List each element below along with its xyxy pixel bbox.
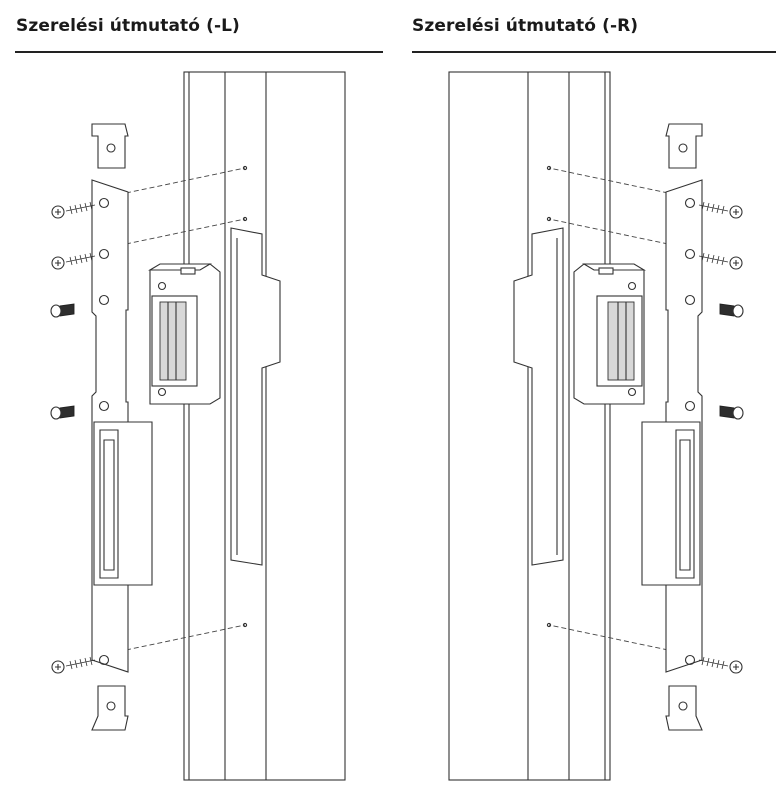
alignment-lines [125,167,246,651]
alignment-lines [548,167,669,651]
top-end-cap [665,123,703,169]
screw-long-2 [51,252,96,270]
screws-left [50,201,96,674]
strike-faceplate [91,179,153,673]
screw-short-1 [719,303,744,318]
frame-cutout [513,227,564,566]
installation-drawing-left [50,71,346,781]
panel-title-left: Szerelési útmutató (-L) [16,16,240,36]
screw-long-2 [698,252,743,270]
electric-strike-body [148,263,221,405]
strike-faceplate [641,179,703,673]
bottom-end-cap [91,685,129,731]
electric-strike-body [573,263,646,405]
title-underline-left [15,51,383,53]
door-frame [448,71,611,781]
installation-drawing-right [448,71,744,781]
top-end-cap [91,123,129,169]
screw-short-2 [719,405,744,420]
screw-long-1 [698,201,743,219]
frame-cutout [230,227,281,566]
installation-panel-left: Szerelési útmutató (-L) [0,0,391,796]
screws-right [698,201,744,674]
title-underline-right [412,51,776,53]
bottom-end-cap [665,685,703,731]
panel-title-right: Szerelési útmutató (-R) [412,16,639,36]
screw-long-1 [51,201,96,219]
screw-long-3 [51,656,96,674]
installation-panel-right: Szerelési útmutató (-R) [392,0,783,796]
screw-long-3 [698,656,743,674]
screw-short-2 [50,405,75,420]
door-frame [183,71,346,781]
screw-short-1 [50,303,75,318]
